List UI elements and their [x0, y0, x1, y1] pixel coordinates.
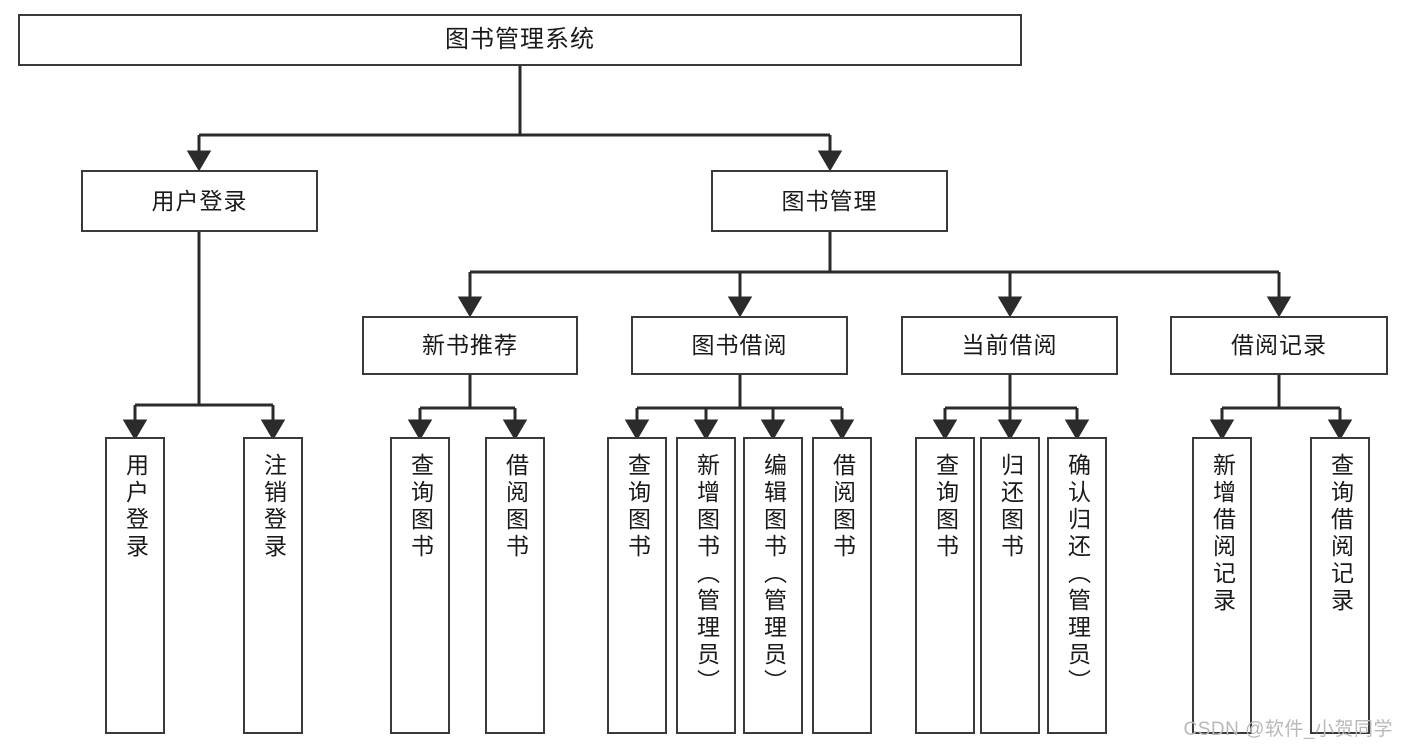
node-leaf-return-book[interactable]: 归还图书: [980, 437, 1040, 734]
node-leaf-add-record-label: 新增借阅记录: [1209, 453, 1236, 615]
node-new-book-recommend[interactable]: 新书推荐: [362, 316, 578, 375]
node-leaf-query-book-1[interactable]: 查询图书: [390, 437, 450, 734]
node-leaf-add-book[interactable]: 新增图书（管理员）: [676, 437, 736, 734]
node-leaf-return-book-label: 归还图书: [997, 453, 1024, 561]
node-book-borrow[interactable]: 图书借阅: [631, 316, 848, 375]
node-leaf-query-book-2[interactable]: 查询图书: [607, 437, 667, 734]
node-leaf-query-record-label: 查询借阅记录: [1327, 453, 1354, 615]
node-current-borrow-label: 当前借阅: [961, 332, 1058, 359]
node-root-label: 图书管理系统: [445, 26, 595, 54]
node-borrow-record[interactable]: 借阅记录: [1170, 316, 1388, 375]
node-leaf-user-logout[interactable]: 注销登录: [243, 437, 303, 734]
node-leaf-edit-book[interactable]: 编辑图书（管理员）: [743, 437, 803, 734]
node-leaf-edit-book-label: 编辑图书（管理员）: [760, 453, 787, 696]
node-leaf-query-book-1-label: 查询图书: [407, 453, 434, 561]
watermark: CSDN @软件_小贺同学: [1183, 719, 1393, 740]
node-leaf-query-record[interactable]: 查询借阅记录: [1310, 437, 1370, 734]
node-leaf-confirm-return-label: 确认归还（管理员）: [1064, 453, 1091, 696]
node-leaf-add-book-label: 新增图书（管理员）: [693, 453, 720, 696]
node-leaf-query-book-3[interactable]: 查询图书: [915, 437, 975, 734]
node-leaf-borrow-book-1[interactable]: 借阅图书: [485, 437, 545, 734]
node-leaf-add-record[interactable]: 新增借阅记录: [1192, 437, 1252, 734]
node-book-borrow-label: 图书借阅: [691, 332, 788, 359]
node-leaf-borrow-book-1-label: 借阅图书: [502, 453, 529, 561]
node-borrow-record-label: 借阅记录: [1231, 332, 1327, 359]
node-leaf-borrow-book-2[interactable]: 借阅图书: [812, 437, 872, 734]
node-leaf-query-book-2-label: 查询图书: [624, 453, 651, 561]
node-leaf-query-book-3-label: 查询图书: [932, 453, 959, 561]
node-new-book-recommend-label: 新书推荐: [422, 332, 518, 359]
node-root[interactable]: 图书管理系统: [18, 14, 1022, 66]
node-leaf-user-logout-label: 注销登录: [260, 453, 287, 561]
node-leaf-borrow-book-2-label: 借阅图书: [829, 453, 856, 561]
node-leaf-confirm-return[interactable]: 确认归还（管理员）: [1047, 437, 1107, 734]
node-leaf-user-login-label: 用户登录: [122, 453, 149, 561]
node-user-login[interactable]: 用户登录: [81, 170, 318, 232]
node-book-management[interactable]: 图书管理: [711, 170, 948, 232]
node-current-borrow[interactable]: 当前借阅: [901, 316, 1118, 375]
node-book-management-label: 图书管理: [781, 187, 878, 214]
node-user-login-label: 用户登录: [151, 187, 248, 214]
node-leaf-user-login[interactable]: 用户登录: [105, 437, 165, 734]
